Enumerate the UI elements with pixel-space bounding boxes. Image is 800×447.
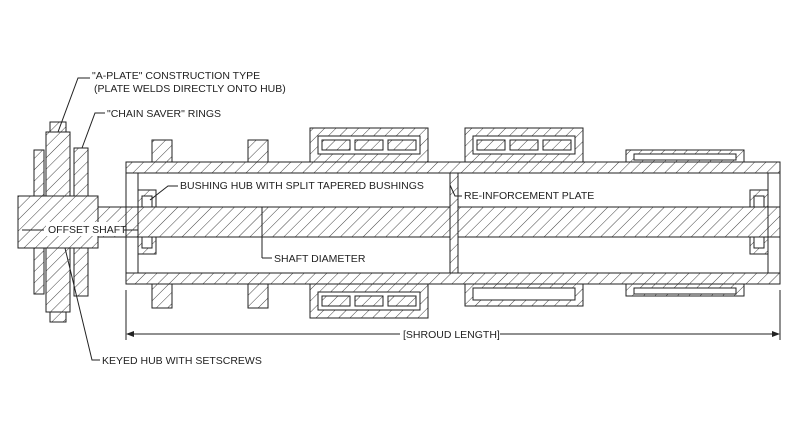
chain-assembly-2 <box>464 127 584 307</box>
reinforcement-plate <box>449 172 459 274</box>
chain-saver-rings <box>33 147 89 297</box>
callout-chain-saver: "CHAIN SAVER" RINGS <box>107 108 221 120</box>
callout-shaft-diameter: SHAFT DIAMETER <box>274 253 366 265</box>
shroud-bottom-wall <box>125 272 781 285</box>
callout-keyed-hub: KEYED HUB WITH SETSCREWS <box>102 355 262 367</box>
bushing-hub-left <box>137 189 157 255</box>
a-plate-sprocket <box>45 121 71 323</box>
callout-a-plate-1: "A-PLATE" CONSTRUCTION TYPE <box>92 70 260 82</box>
chain-assembly-3 <box>625 149 745 297</box>
callout-bushing-hub: BUSHING HUB WITH SPLIT TAPERED BUSHINGS <box>180 180 424 192</box>
callout-shroud-length: [SHROUD LENGTH] <box>403 329 500 341</box>
leader-lines <box>22 77 462 361</box>
callout-reinforcement-plate: RE-INFORCEMENT PLATE <box>464 190 594 202</box>
shroud-sprocket-2 <box>247 139 269 309</box>
shroud-length-dimension <box>125 290 781 340</box>
main-shaft <box>17 206 781 238</box>
callout-a-plate-2: (PLATE WELDS DIRECTLY ONTO HUB) <box>94 83 286 95</box>
chain-assembly-1 <box>309 127 429 319</box>
callout-offset-shaft: OFFSET SHAFT <box>48 224 127 236</box>
shroud-top-wall <box>125 161 781 174</box>
bushing-hub-right <box>749 189 769 255</box>
shroud-sprocket-1 <box>151 139 173 309</box>
